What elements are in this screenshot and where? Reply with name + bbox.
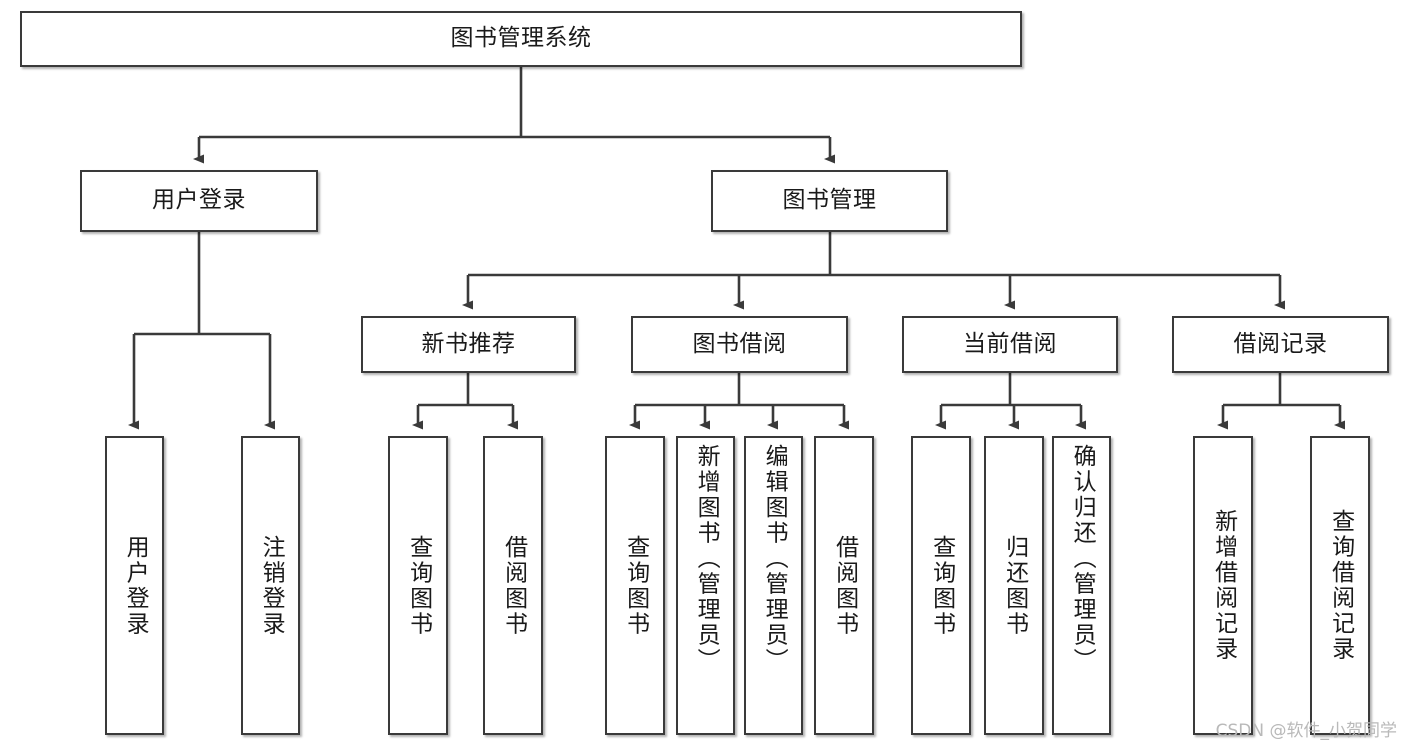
node-root[interactable]: 图书管理系统 [20,11,1022,67]
node-leaf-edit-book[interactable]: 编辑图书（管理员） [744,436,803,735]
watermark-text: CSDN @软件_小贺同学 [1215,721,1397,741]
node-leaf-return-book-label: 归还图书 [1001,534,1028,637]
node-leaf-query-book-cur-label: 查询图书 [928,534,955,637]
node-leaf-query-book-cur[interactable]: 查询图书 [911,436,971,735]
edges-bookborrow-to-leaves [629,373,849,430]
node-leaf-user-login[interactable]: 用户登录 [105,436,164,735]
node-leaf-edit-book-label: 编辑图书（管理员） [761,444,788,674]
node-root-label: 图书管理系统 [450,25,592,52]
node-leaf-confirm-return-label: 确认归还（管理员） [1069,444,1096,674]
node-leaf-confirm-return[interactable]: 确认归还（管理员） [1052,436,1111,735]
node-leaf-query-book-rec[interactable]: 查询图书 [388,436,448,735]
node-leaf-query-book-borrow-label: 查询图书 [622,534,649,637]
node-borrow-record-label: 借阅记录 [1233,330,1328,357]
node-leaf-query-book-borrow[interactable]: 查询图书 [605,436,665,735]
node-user-login[interactable]: 用户登录 [80,170,318,232]
node-book-manage-label: 图书管理 [782,187,877,214]
node-current-borrow[interactable]: 当前借阅 [902,316,1118,373]
edges-userlogin-to-leaves [128,232,275,430]
node-leaf-add-record[interactable]: 新增借阅记录 [1193,436,1253,735]
node-leaf-user-login-label: 用户登录 [122,534,149,637]
node-book-manage[interactable]: 图书管理 [711,170,948,232]
edges-currentborrow-to-leaves [935,373,1086,430]
node-leaf-logout-label: 注销登录 [258,534,285,637]
node-leaf-borrow-book[interactable]: 借阅图书 [814,436,874,735]
node-book-borrow[interactable]: 图书借阅 [631,316,848,373]
node-user-login-label: 用户登录 [152,187,246,214]
node-new-book-recommend[interactable]: 新书推荐 [361,316,576,373]
node-leaf-query-record[interactable]: 查询借阅记录 [1310,436,1370,735]
node-leaf-add-record-label: 新增借阅记录 [1210,509,1237,662]
node-leaf-query-record-label: 查询借阅记录 [1327,509,1354,662]
node-leaf-borrow-book-rec-label: 借阅图书 [500,534,527,637]
node-leaf-query-book-rec-label: 查询图书 [405,534,432,637]
node-new-book-recommend-label: 新书推荐 [421,330,516,357]
node-leaf-return-book[interactable]: 归还图书 [984,436,1044,735]
edges-newbook-to-leaves [412,373,518,430]
node-leaf-add-book-label: 新增图书（管理员） [693,444,720,674]
node-book-borrow-label: 图书借阅 [692,330,787,357]
node-leaf-borrow-book-label: 借阅图书 [831,534,858,637]
edges-bookmanage-to-level3 [462,232,1285,310]
node-leaf-logout[interactable]: 注销登录 [241,436,300,735]
node-leaf-borrow-book-rec[interactable]: 借阅图书 [483,436,543,735]
edges-root-to-level2 [193,67,835,164]
node-leaf-add-book[interactable]: 新增图书（管理员） [676,436,735,735]
node-borrow-record[interactable]: 借阅记录 [1172,316,1389,373]
edges-borrowrecord-to-leaves [1217,373,1345,430]
node-current-borrow-label: 当前借阅 [963,330,1057,357]
